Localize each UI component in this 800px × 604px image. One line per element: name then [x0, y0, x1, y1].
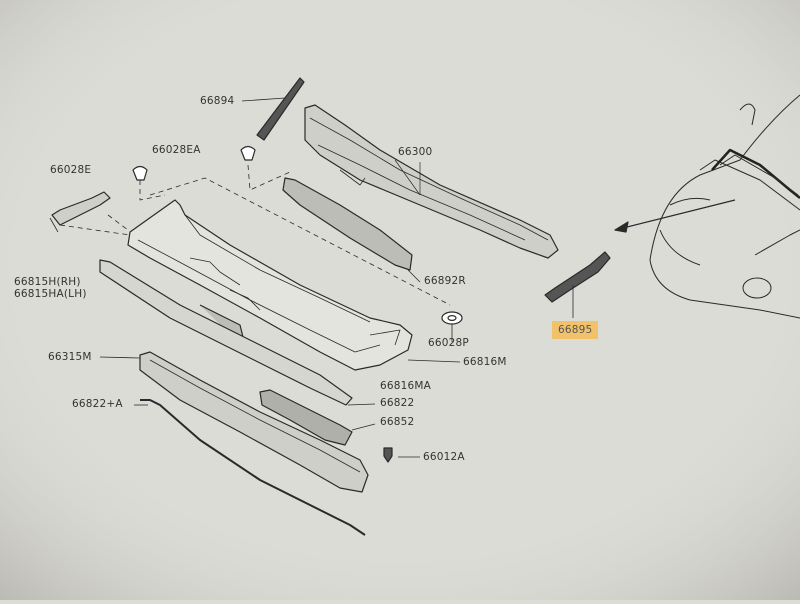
part-66028e-shape [132, 165, 148, 181]
label-66852: 66852 [380, 416, 415, 428]
label-66028e: 66028E [50, 164, 92, 176]
label-66816m: 66816M [463, 356, 507, 368]
part-66892r-shape [282, 177, 413, 271]
label-66300: 66300 [398, 146, 433, 158]
part-66028ea-shape [240, 145, 256, 161]
label-66028p: 66028P [428, 337, 469, 349]
part-66894-shape [256, 77, 305, 141]
label-66892r: 66892R [424, 275, 466, 287]
label-66816ma: 66816MA [380, 380, 432, 392]
part-66315m-shape [139, 351, 369, 493]
part-66012a-shape [383, 447, 393, 463]
label-66315m: 66315M [48, 351, 92, 363]
part-66895-shape [544, 251, 611, 303]
part-66852-shape [259, 389, 353, 446]
label-66012a: 66012A [423, 451, 465, 463]
label-66822: 66822 [380, 397, 415, 409]
label-66028ea: 66028EA [152, 144, 201, 156]
part-66815h-shape [51, 191, 111, 226]
label-66815ha: 66815HA(LH) [14, 288, 87, 300]
part-66816m-shape [127, 199, 413, 371]
label-66894: 66894 [200, 95, 235, 107]
label-66822a: 66822+A [72, 398, 123, 410]
part-66300-shape [304, 104, 559, 259]
part-66028p-shape [441, 311, 463, 325]
part-66816ma-shape [99, 259, 353, 406]
part-66822-shape [140, 399, 366, 536]
label-66895-highlighted: 66895 [552, 321, 599, 339]
label-66815h: 66815H(RH) [14, 276, 81, 288]
